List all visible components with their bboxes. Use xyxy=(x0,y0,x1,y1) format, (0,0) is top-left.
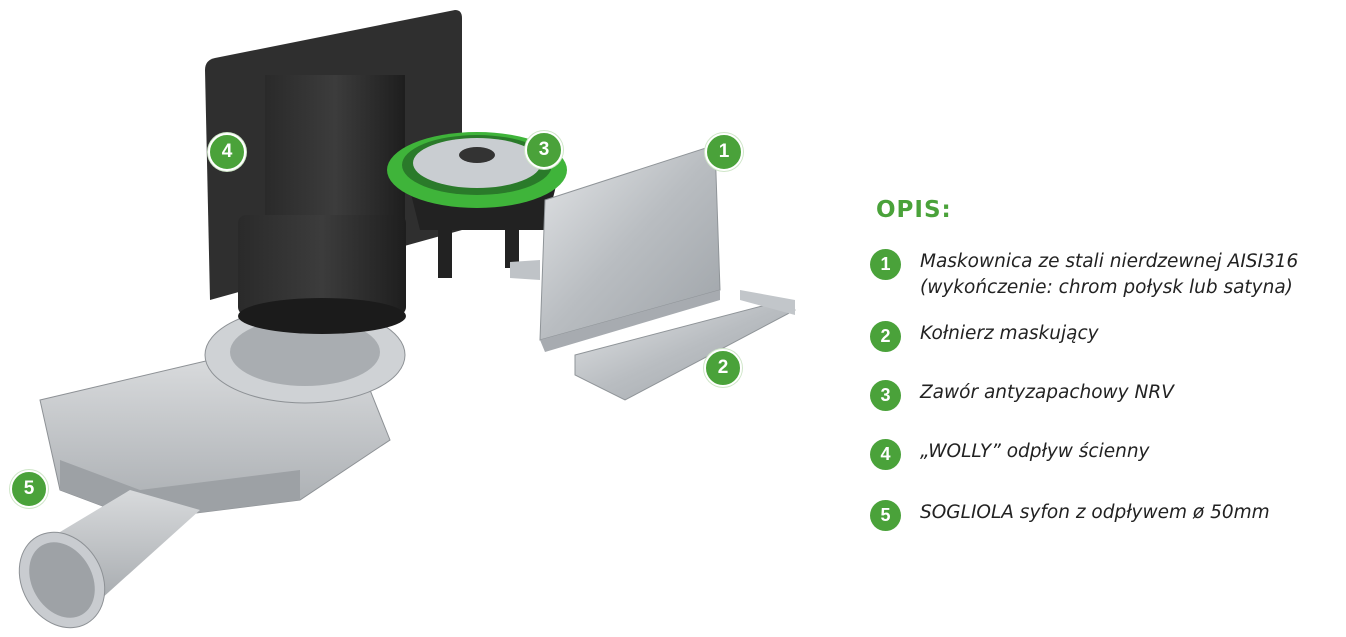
callout-2: 2 xyxy=(704,349,742,387)
number-badge: 1 xyxy=(870,249,901,280)
wall-drain-part xyxy=(205,10,462,334)
legend-item-text: Kołnierz maskujący xyxy=(920,323,1099,344)
number-badge: 5 xyxy=(870,500,901,531)
legend-item: 2 Kołnierz maskujący xyxy=(870,321,1099,352)
legend-item-text: SOGLIOLA syfon z odpływem ø 50mm xyxy=(920,502,1270,523)
callout-4: 4 xyxy=(208,133,246,171)
legend-item-text: „WOLLY” odpływ ścienny xyxy=(920,441,1150,462)
number-badge: 2 xyxy=(870,321,901,352)
legend-item: 3 Zawór antyzapachowy NRV xyxy=(870,380,1174,411)
legend-item-text: Zawór antyzapachowy NRV xyxy=(920,382,1174,403)
legend-item: 1 Maskownica ze stali nierdzewnej AISI31… xyxy=(870,249,1298,301)
stainless-cover-part xyxy=(510,144,721,352)
exploded-drain-illustration xyxy=(18,10,796,629)
legend-item: 4 „WOLLY” odpływ ścienny xyxy=(870,439,1150,470)
callout-1: 1 xyxy=(705,133,743,171)
number-badge: 3 xyxy=(870,380,901,411)
siphon-part xyxy=(18,306,406,629)
legend-item-text: Maskownica ze stali nierdzewnej AISI316 … xyxy=(920,251,1299,298)
callout-3: 3 xyxy=(525,131,563,169)
number-badge: 4 xyxy=(870,439,901,470)
legend-title: OPIS: xyxy=(876,197,952,223)
nrv-valve-part xyxy=(387,132,567,278)
callout-5: 5 xyxy=(10,470,48,508)
legend-item: 5 SOGLIOLA syfon z odpływem ø 50mm xyxy=(870,500,1270,531)
